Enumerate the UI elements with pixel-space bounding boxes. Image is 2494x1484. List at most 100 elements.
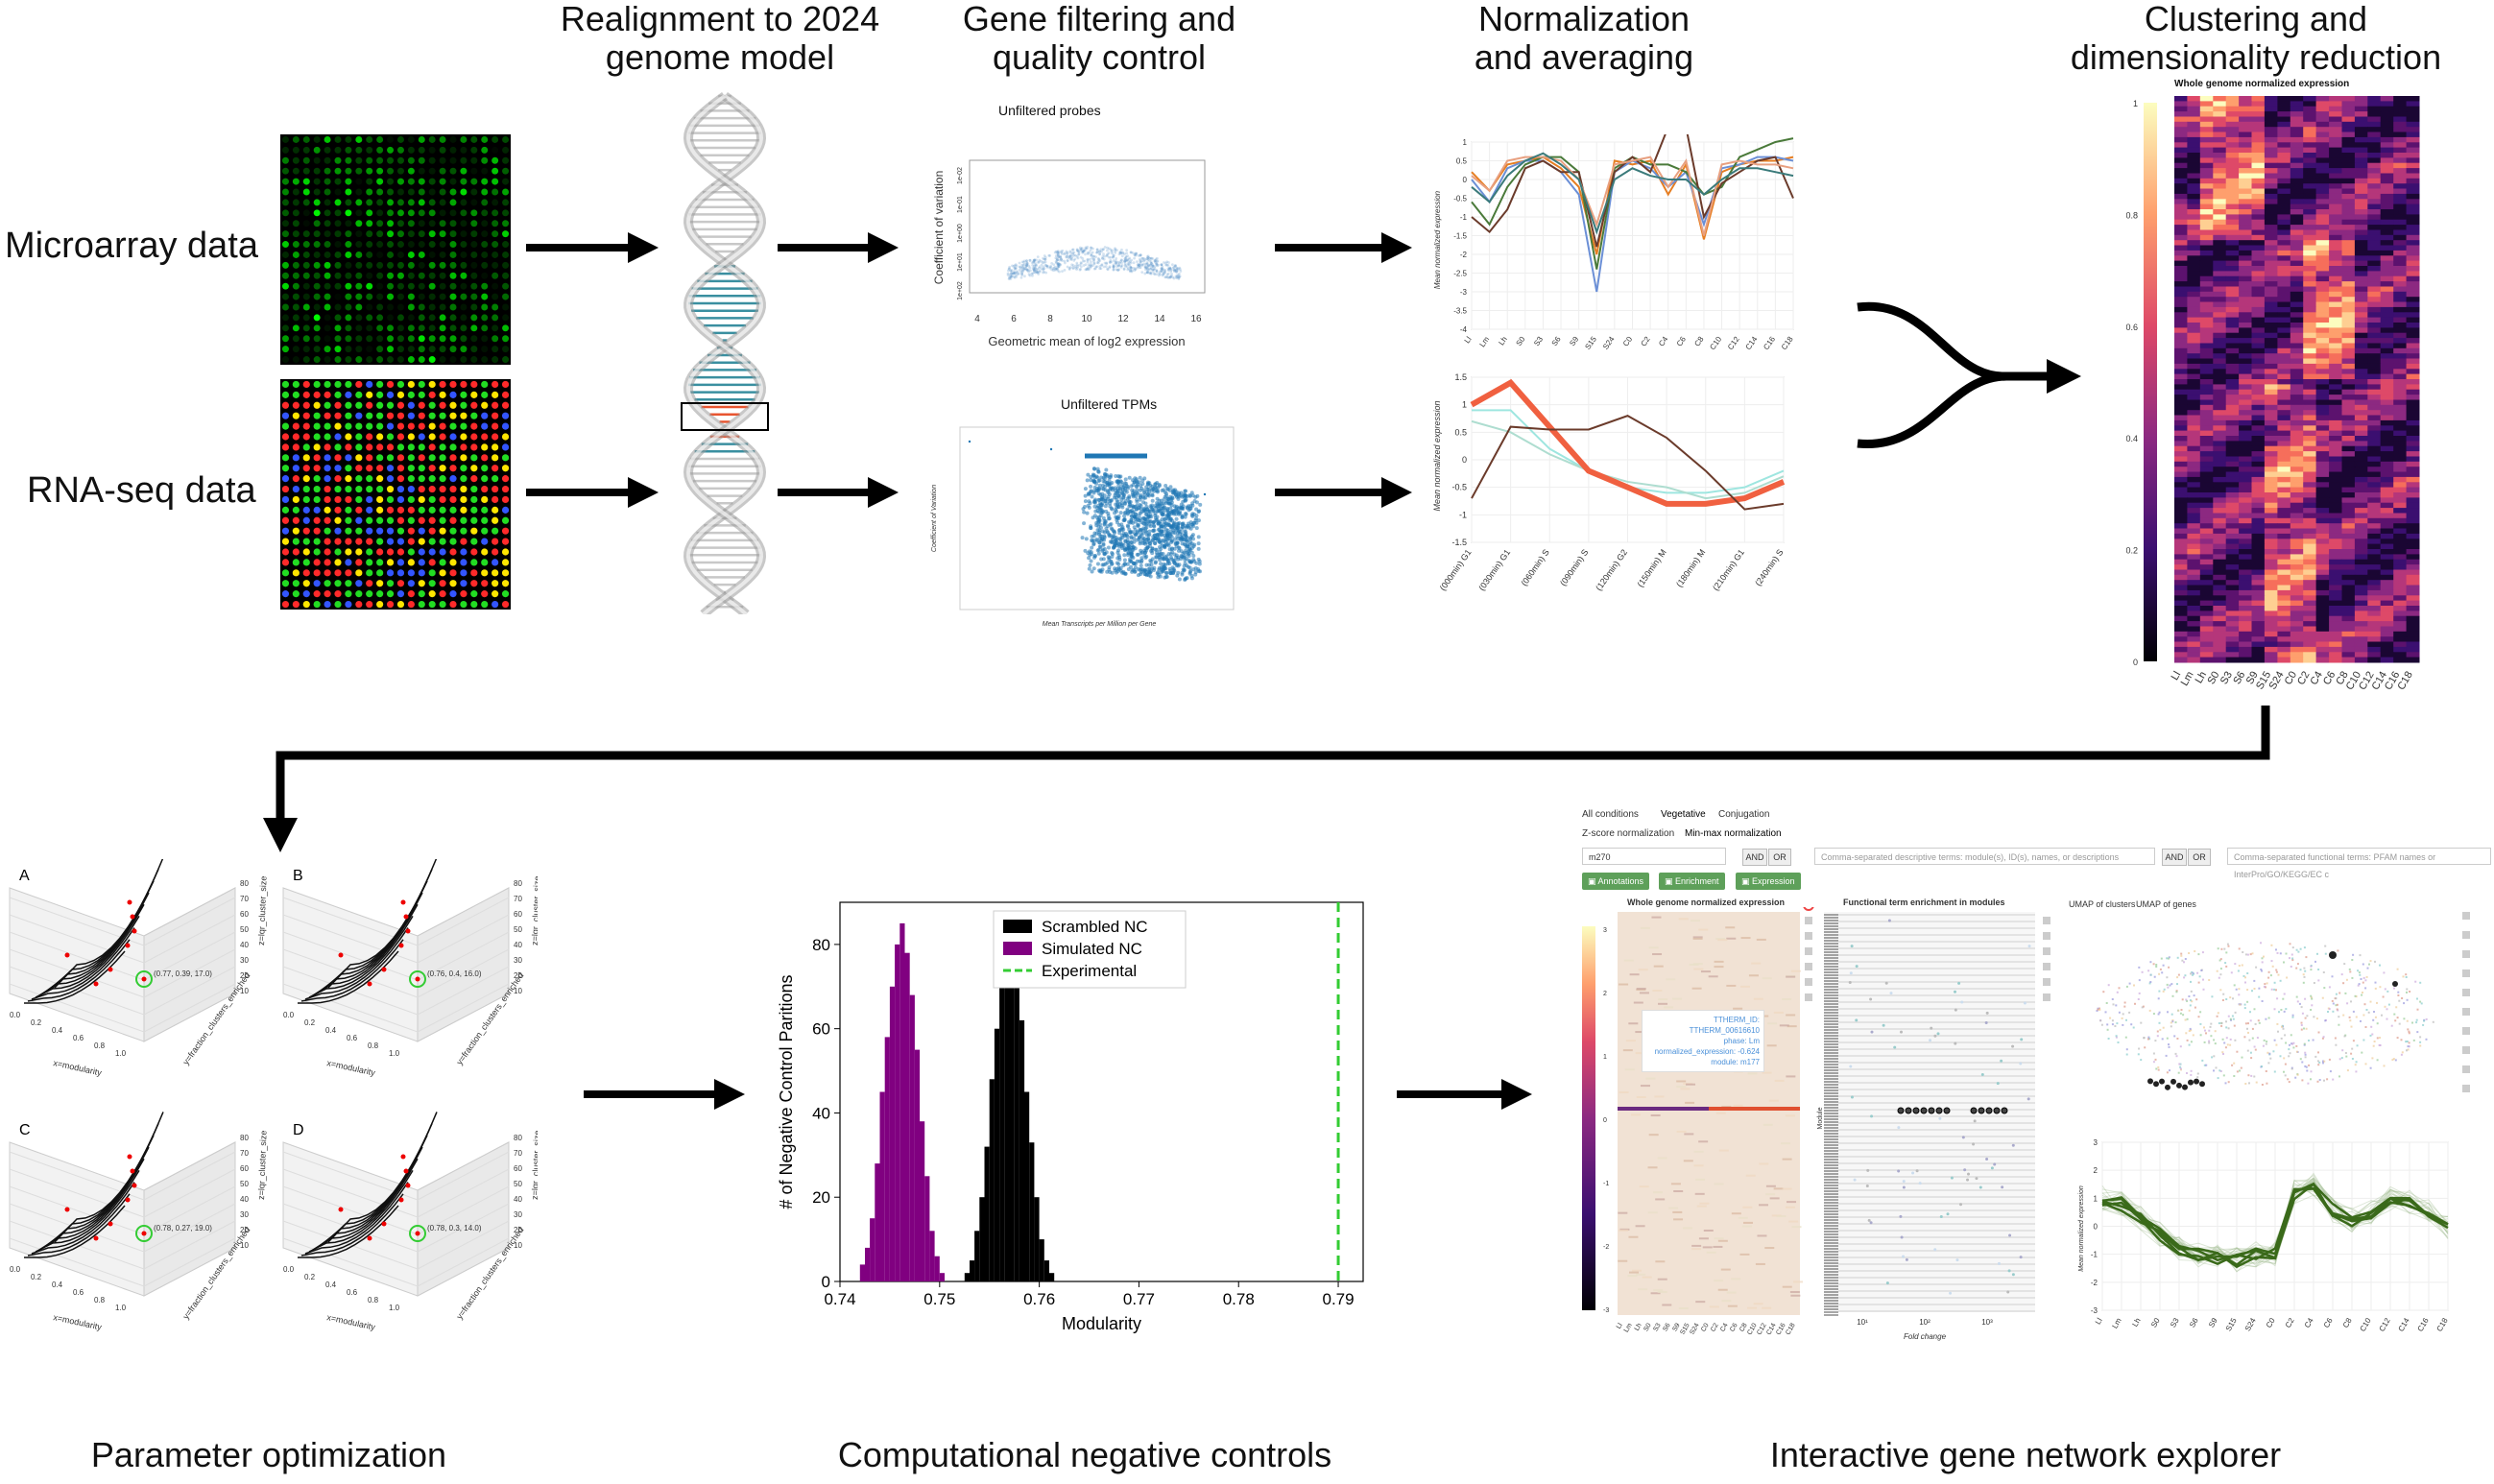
heatmap-cell [2213,121,2227,128]
heatmap-cell [2303,436,2317,442]
spot [355,346,363,353]
data-point [1008,275,1012,278]
heatmap-cell [2213,523,2227,530]
heatmap-cell [2315,214,2330,221]
heatmap-cell [2264,291,2278,298]
spot [366,156,373,164]
heatmap-cell [2393,441,2408,447]
heatmap-cell [2329,487,2342,493]
data-point [1092,259,1095,263]
heatmap-cell [2199,404,2214,411]
heatmap-cell [2315,441,2330,447]
spot [428,230,436,238]
heatmap-cell [2380,419,2394,426]
spot [313,600,321,609]
spot [449,433,457,441]
spot [313,380,321,389]
spot [418,412,425,419]
heatmap-cell [2187,430,2201,437]
spot [345,516,352,524]
heatmap-cell [2251,441,2266,447]
spot [428,346,436,353]
heatmap-cell [2367,492,2382,498]
heatmap-cell [2199,301,2214,308]
heatmap-cell [2264,162,2278,169]
arrow-return [263,706,2270,852]
heatmap-cell [2251,415,2266,421]
heatmap-cell [2239,399,2252,406]
data-point [1092,504,1097,509]
heatmap-cell [2290,389,2304,395]
data-point [1166,263,1170,267]
data-point [1161,274,1164,277]
spot [292,465,300,472]
heatmap-cell [2174,564,2188,570]
data-point [1092,485,1097,490]
data-point [1054,256,1058,260]
heatmap-cell [2239,574,2252,581]
heatmap-cell [2251,219,2266,226]
heatmap-cell [2264,476,2278,483]
heatmap-cell [2187,147,2201,154]
heatmap-cell [2225,250,2240,256]
heatmap-cell [2303,209,2317,215]
heatmap-cell [2393,234,2408,241]
heatmap-cell [2393,183,2408,190]
data-point [1027,264,1031,268]
heatmap-cell [2199,275,2214,282]
heatmap-cell [2367,162,2382,169]
data-point [1130,266,1134,270]
heatmap-cell [2187,281,2201,287]
heatmap-cell [2380,317,2394,323]
data-point [1177,511,1182,515]
spot [386,559,395,566]
spot [302,569,310,577]
heatmap-cell [2303,275,2317,282]
data-point [1170,274,1173,277]
heatmap-cell [2187,379,2201,385]
heatmap-cell [2199,539,2214,545]
heatmap-cell [2251,286,2266,293]
spot [428,251,436,258]
heatmap-cell [2277,487,2291,493]
spot [396,475,405,483]
heatmap-cell [2341,178,2356,184]
heatmap-cell [2251,569,2266,576]
spot [396,422,405,430]
heatmap-cell [2341,162,2356,169]
data-point [1057,262,1060,265]
heatmap-cell [2264,229,2278,236]
data-point [1043,255,1047,259]
x-tick: C18 [1780,335,1795,352]
heatmap-cell [2329,445,2342,452]
data-point [1056,250,1059,253]
spot [281,391,290,398]
data-point [1119,264,1123,268]
y-tick: 0.5 [1454,427,1467,437]
data-point [1150,268,1154,272]
spot [481,412,489,419]
heatmap-cell [2239,245,2252,251]
heatmap-cell [2341,425,2356,432]
heatmap-cell [2213,240,2227,247]
heatmap-cell [2277,451,2291,457]
heatmap-cell [2329,456,2342,463]
heatmap-cell [2174,419,2188,426]
data-point [1096,261,1100,265]
heatmap-cell [2199,580,2214,586]
heatmap-cell [2290,436,2304,442]
data-point [1125,258,1129,262]
spot [470,167,478,175]
heatmap-cell [2393,132,2408,138]
spot [366,580,373,587]
heatmap-cell [2329,564,2342,570]
heatmap-cell [2303,317,2317,323]
heatmap-cell [2225,142,2240,149]
heatmap-cell [2199,353,2214,360]
data-point [1096,257,1100,260]
spot [396,495,405,504]
heatmap-cell [2199,513,2214,519]
heatmap-cell [2213,153,2227,158]
spot [492,516,499,524]
spot [460,443,468,451]
